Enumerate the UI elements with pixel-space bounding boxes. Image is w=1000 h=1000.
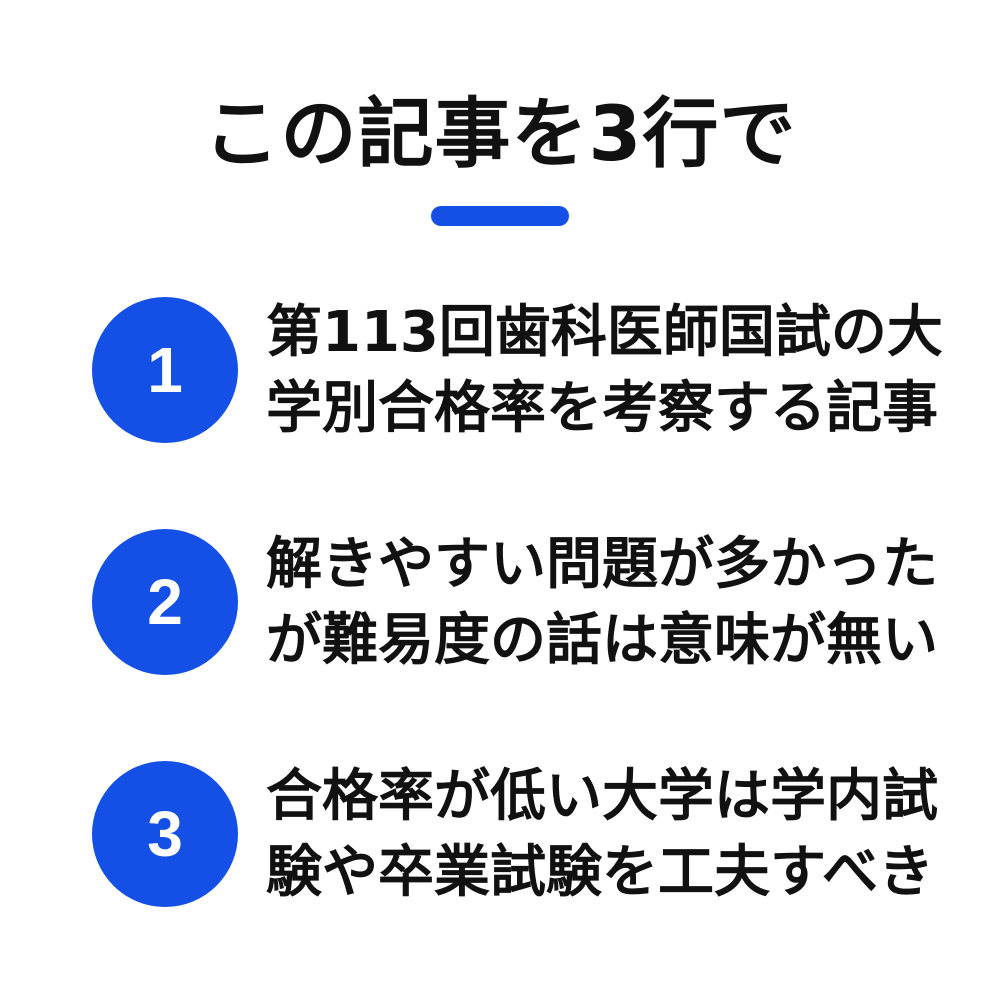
summary-item-2: 2 解きやすい問題が多かった が難易度の話は意味が無い: [92, 527, 952, 677]
summary-item-1: 1 第113回歯科医師国試の大 学別合格率を考察する記事: [92, 295, 952, 445]
summary-line: 解きやすい問題が多かった: [266, 532, 938, 597]
summary-line: 学別合格率を考察する記事: [266, 376, 938, 441]
summary-text-3: 合格率が低い大学は学内試 験や卒業試験を工夫すべき: [266, 759, 946, 911]
summary-line: 第113回歯科医師国試の大: [266, 300, 943, 365]
number-badge-1: 1: [92, 297, 238, 443]
title-accent-bar: [431, 206, 569, 226]
summary-line: 験や卒業試験を工夫すべき: [266, 840, 935, 905]
number-badge-2: 2: [92, 529, 238, 675]
summary-text-1: 第113回歯科医師国試の大 学別合格率を考察する記事: [266, 295, 946, 447]
summary-item-3: 3 合格率が低い大学は学内試 験や卒業試験を工夫すべき: [92, 759, 952, 909]
summary-text-2: 解きやすい問題が多かった が難易度の話は意味が無い: [266, 527, 946, 679]
number-badge-3: 3: [92, 761, 238, 907]
summary-line: が難易度の話は意味が無い: [266, 608, 938, 673]
summary-line: 合格率が低い大学は学内試: [266, 764, 938, 829]
page-title: この記事を3行で: [203, 89, 797, 178]
